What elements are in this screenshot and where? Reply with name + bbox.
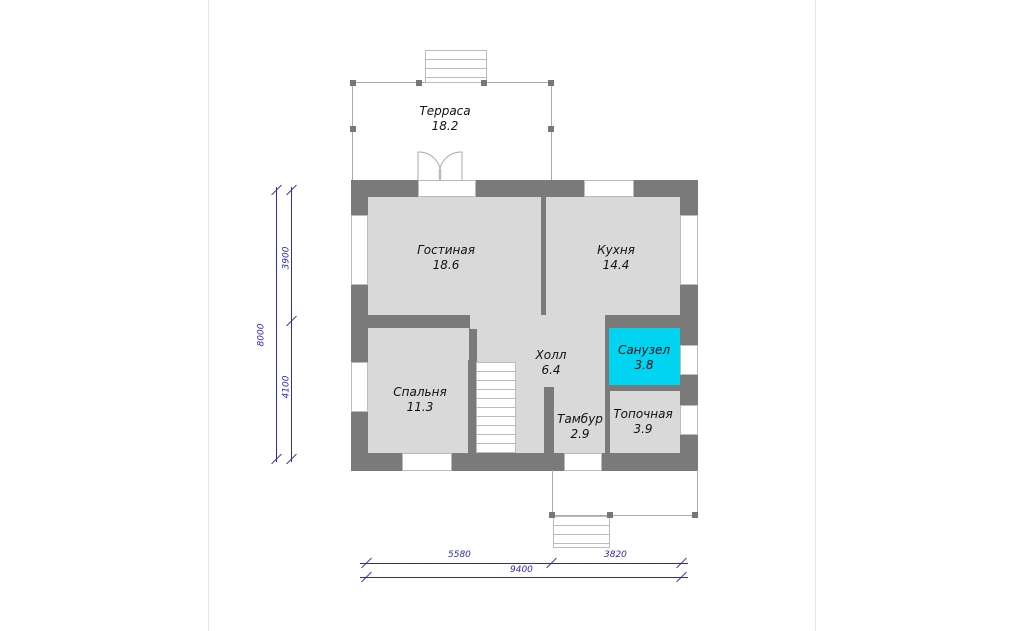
room-area: 3.8 xyxy=(634,358,654,372)
porch-post xyxy=(692,512,698,518)
terrace-post xyxy=(350,80,356,86)
dim-upper: 3900 xyxy=(281,246,292,270)
room-hall-ext xyxy=(470,315,510,329)
porch-stairs xyxy=(553,516,610,548)
room-name: Спальня xyxy=(393,385,447,399)
room-area: 14.4 xyxy=(602,258,630,272)
room-area: 3.9 xyxy=(633,422,653,436)
room-bedroom xyxy=(368,328,469,453)
dim-left-width: 5580 xyxy=(448,550,471,560)
interior-stairs xyxy=(476,362,516,453)
terrace-post xyxy=(350,126,356,132)
dim-right-width: 3820 xyxy=(604,550,627,560)
porch-outline xyxy=(552,470,698,516)
room-name: Холл xyxy=(535,348,567,362)
dim-line-total-width xyxy=(360,577,688,578)
room-area: 6.4 xyxy=(541,363,561,377)
window xyxy=(680,215,698,285)
window xyxy=(402,453,452,471)
entrance-door xyxy=(564,453,602,471)
vestibule-wall xyxy=(544,387,554,455)
room-area: 18.6 xyxy=(432,258,460,272)
dim-total-height: 8000 xyxy=(256,323,267,347)
room-name: Топочная xyxy=(613,407,673,421)
window xyxy=(584,180,634,197)
room-living xyxy=(368,197,541,315)
room-kitchen xyxy=(546,197,680,315)
room-bathroom xyxy=(609,328,680,385)
dim-line-sections-h xyxy=(360,563,688,564)
porch-post xyxy=(549,512,555,518)
terrace-stairs xyxy=(425,50,487,83)
dim-line-total-height xyxy=(276,187,277,462)
frame-border xyxy=(208,0,816,631)
stair-wall xyxy=(468,360,476,455)
terrace-door-icon xyxy=(416,150,464,181)
dim-total-width: 9400 xyxy=(510,565,533,575)
room-name: Кухня xyxy=(597,243,635,257)
window xyxy=(351,215,368,285)
window xyxy=(351,362,368,412)
room-name: Гостиная xyxy=(417,243,475,257)
porch-post xyxy=(607,512,613,518)
dim-lower: 4100 xyxy=(281,375,292,399)
room-name: Санузел xyxy=(617,343,671,357)
room-name: Терраса xyxy=(419,104,471,118)
room-area: 18.2 xyxy=(431,119,459,133)
room-name: Тамбур xyxy=(557,412,603,426)
window xyxy=(680,345,698,375)
terrace-post xyxy=(548,126,554,132)
window xyxy=(418,180,476,197)
terrace-post xyxy=(416,80,422,86)
room-vestibule xyxy=(554,391,605,453)
window xyxy=(680,405,698,435)
room-area: 11.3 xyxy=(406,400,434,414)
room-boiler xyxy=(610,391,680,453)
room-area: 2.9 xyxy=(570,427,590,441)
dim-line-sections xyxy=(291,187,292,462)
terrace-post xyxy=(481,80,487,86)
terrace-post xyxy=(548,80,554,86)
room-hall-ext xyxy=(560,315,590,328)
